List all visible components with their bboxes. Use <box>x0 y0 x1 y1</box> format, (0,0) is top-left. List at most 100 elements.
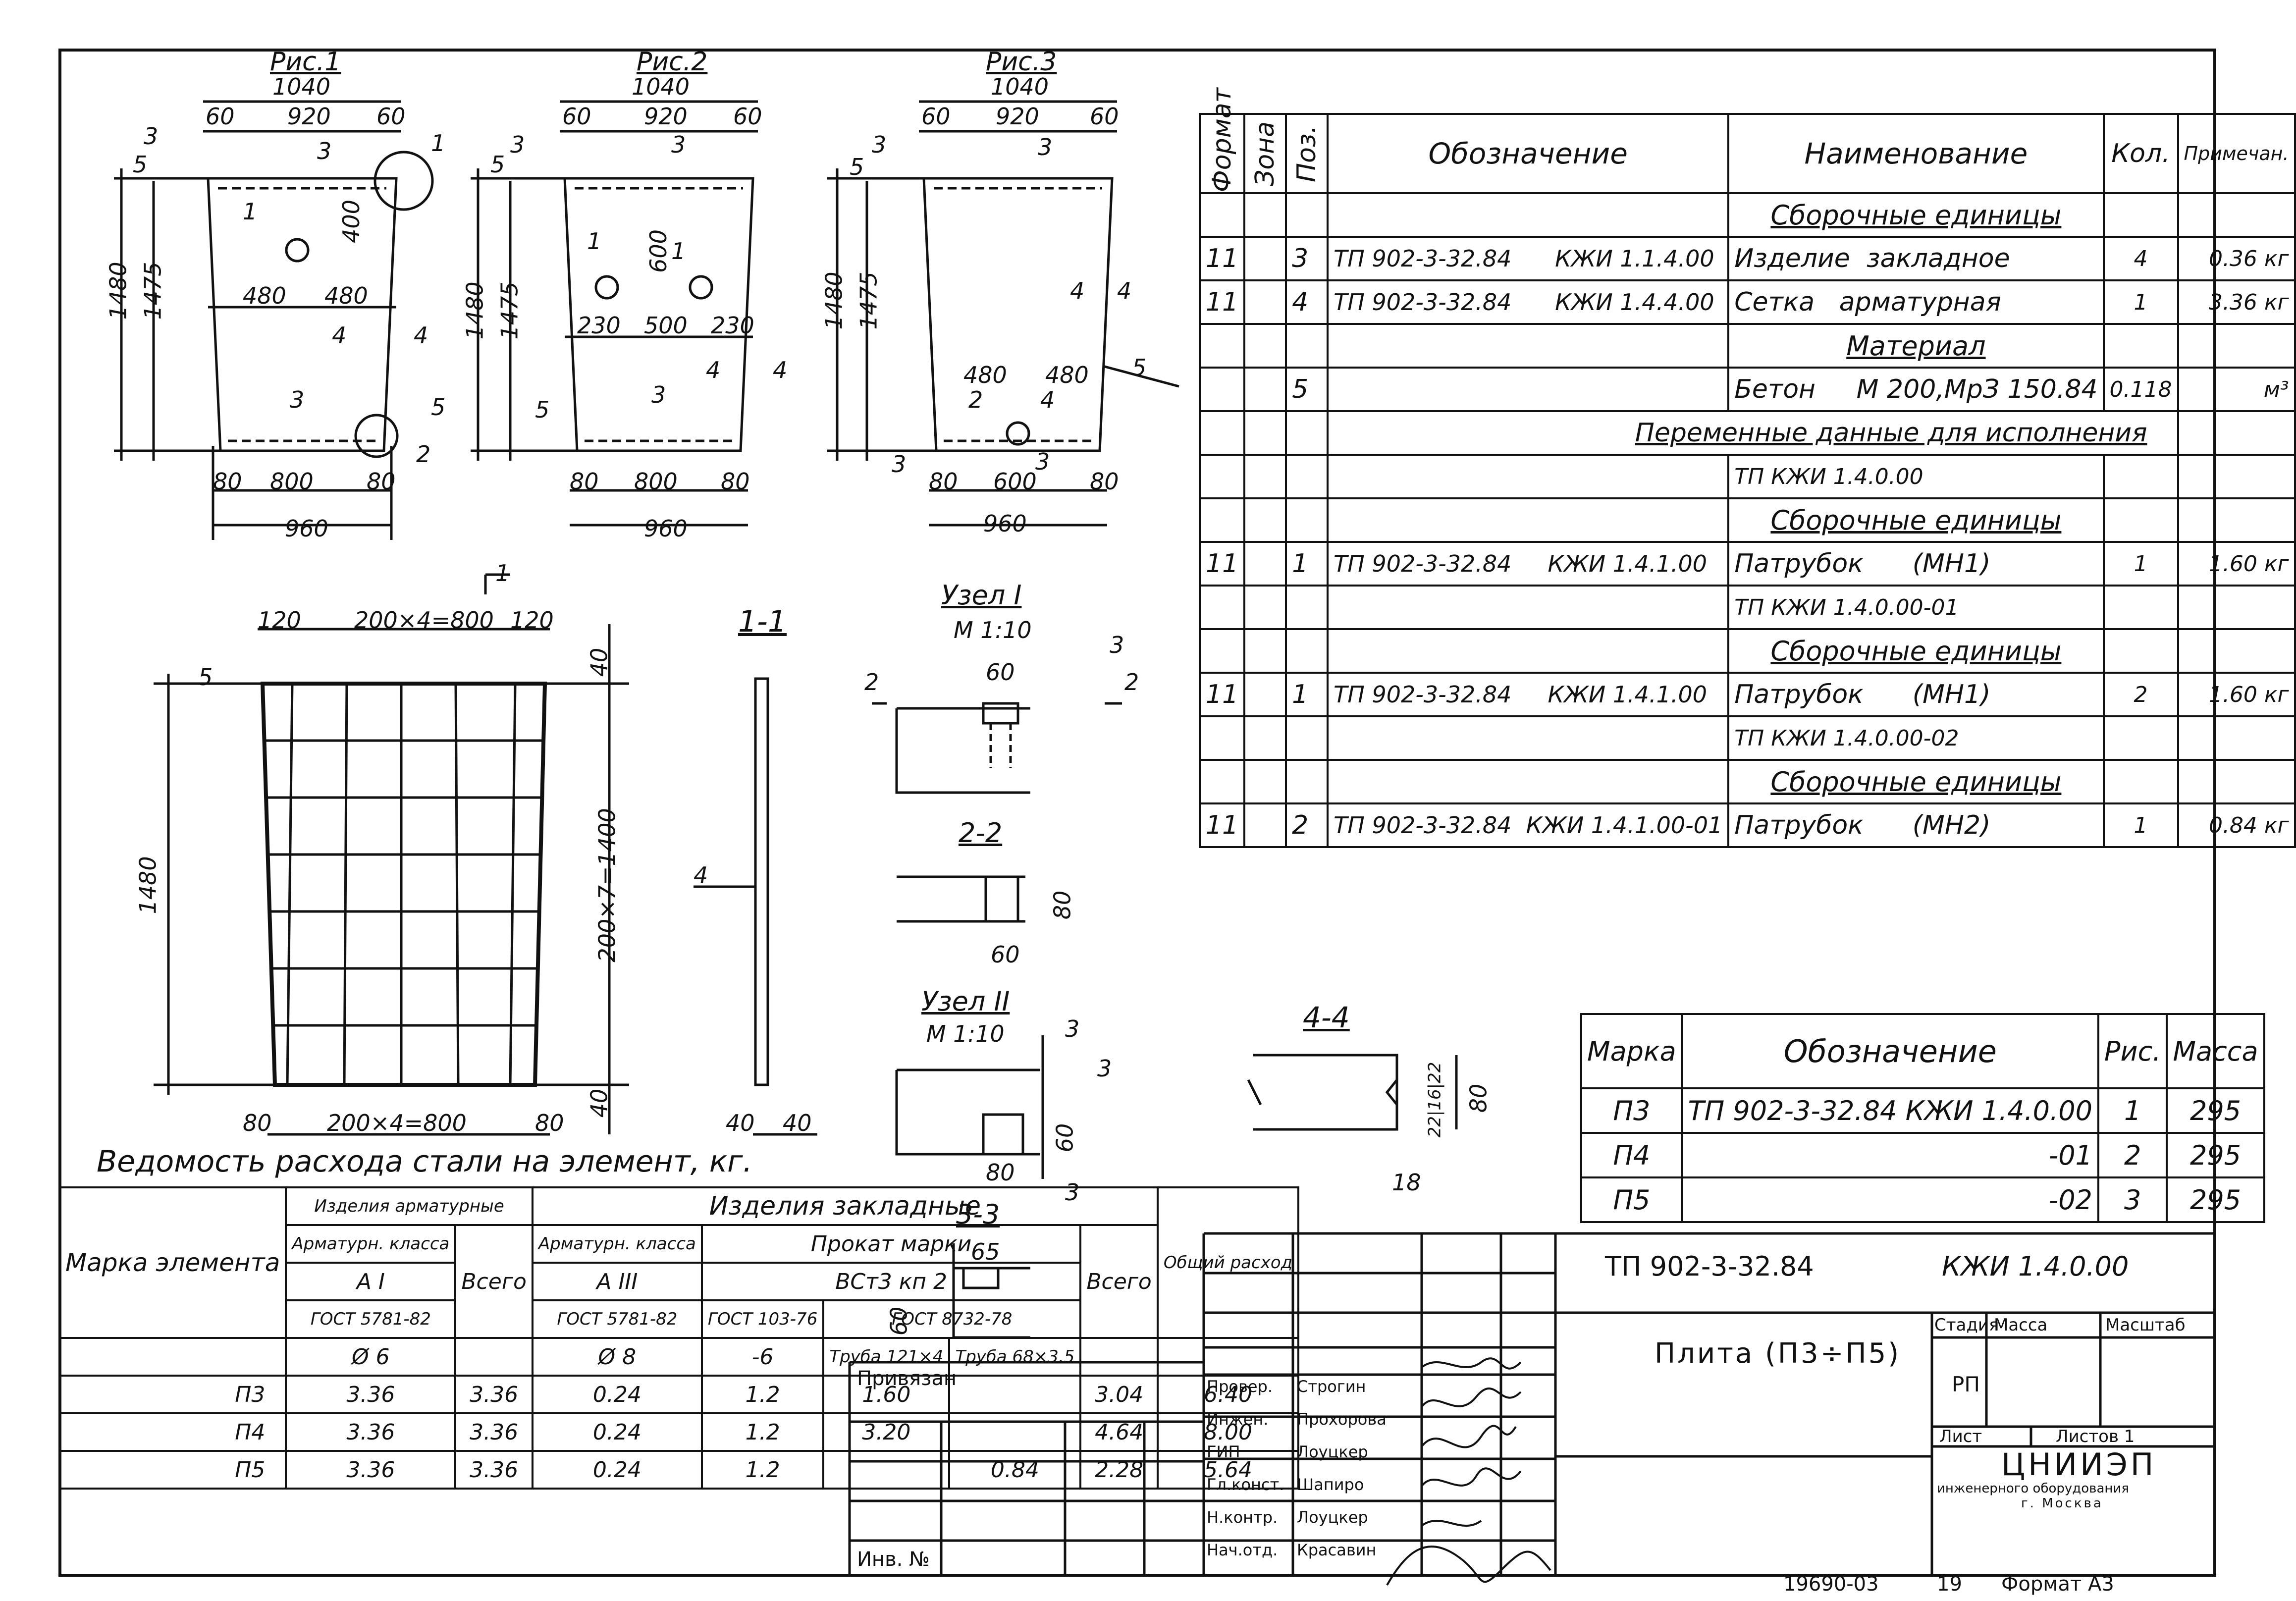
fig3-pos-4a: 4 <box>1070 277 1085 304</box>
spec-h-zone: Зона <box>1244 114 1286 193</box>
steel-a3: 0.24 <box>531 1375 703 1414</box>
var-mark: П4 <box>1580 1132 1683 1178</box>
tb-role: Инжен. <box>1207 1410 1269 1429</box>
fig3-pos-5: 5 <box>1132 354 1147 381</box>
node1-pos: 3 <box>1110 632 1124 658</box>
tb-role: Гл.конст. <box>1207 1475 1284 1494</box>
var-fig: 1 <box>2097 1087 2168 1134</box>
fig3-edge-right: 60 <box>1090 103 1119 130</box>
steel-h-total: Общий расход <box>1156 1186 1300 1339</box>
fig1-height-outer: 1480 <box>105 262 132 320</box>
tb-stage: РП <box>1952 1372 1980 1396</box>
spec-designation: ТП 902-3-32.84 КЖИ 1.4.4.00 <box>1327 279 1730 325</box>
tb-role: Нач.отд. <box>1207 1541 1278 1559</box>
steel-a1: 3.36 <box>285 1450 457 1490</box>
spec-h-pos: Поз. <box>1286 114 1328 193</box>
mesh-bottom-edge-r: 80 <box>535 1110 564 1136</box>
table-row: Сборочные единицы <box>1198 497 2296 543</box>
var-mass: 295 <box>2166 1176 2265 1223</box>
fig2-edge-left: 60 <box>562 103 591 130</box>
fig1-pos-3a: 3 <box>144 123 159 150</box>
fig1-pos-2: 2 <box>416 441 431 468</box>
node1-dim: 60 <box>986 659 1015 686</box>
fig3-width-top: 1040 <box>991 73 1049 100</box>
fig3-edge-left: 60 <box>921 103 951 130</box>
fig1-pos-5: 5 <box>431 394 446 421</box>
tb-sheets: Листов 1 <box>2056 1427 2135 1446</box>
section-1-1-edge-r: 40 <box>783 1110 812 1136</box>
tb-org2: инженерного оборудования <box>1937 1481 2129 1496</box>
spec-designation: ТП 902-3-32.84 КЖИ 1.4.1.00-01 <box>1327 802 1730 848</box>
fig1-edge-left: 60 <box>206 103 235 130</box>
tb-bound: Привязан <box>857 1367 957 1390</box>
steel-h-armclass: Арматурн. класса <box>285 1224 457 1264</box>
fig2-pos-4a: 4 <box>706 357 721 383</box>
node2-w: 80 <box>986 1159 1015 1186</box>
tb-org3: г. Москва <box>2021 1496 2103 1511</box>
section-4-4-h: 80 <box>1465 1083 1492 1113</box>
section-4-4-d: 22|16|22 <box>1425 1062 1445 1138</box>
tb-mass-h: Масса <box>1994 1315 2048 1335</box>
table-row: Сборочные единицы <box>1198 628 2296 674</box>
fig1-pos-4b: 4 <box>414 322 428 349</box>
steel-all: 3.36 <box>454 1450 534 1490</box>
steel-t2 <box>948 1412 1082 1452</box>
node2-title: Узел II <box>921 986 1010 1017</box>
steel-t2 <box>948 1375 1082 1414</box>
tb-role: ГИП <box>1207 1442 1240 1461</box>
spec-format <box>1198 367 1246 412</box>
fig3-pos-4c: 4 <box>1040 386 1055 413</box>
fig3-pos-3b: 3 <box>1038 134 1053 160</box>
section-4-4-w: 18 <box>1392 1169 1421 1196</box>
fig2-pos-5: 5 <box>535 396 550 423</box>
fig3-bottom-edge-l: 80 <box>929 468 958 495</box>
fig2-bottom-edge-r: 80 <box>721 468 750 495</box>
node2-scale: М 1:10 <box>926 1020 1005 1047</box>
steel-all: 3.36 <box>454 1375 534 1414</box>
var-designation: -01 <box>1681 1132 2099 1178</box>
tb-person: Лоуцкер <box>1297 1442 1368 1461</box>
steel-h-arm: Изделия арматурные <box>285 1186 534 1226</box>
steel-h-armclass2: Арматурн. класса <box>531 1224 703 1264</box>
fig3-dim-5: 5 <box>850 154 864 180</box>
spec-name: Патрубок (МН2) <box>1727 802 2105 848</box>
spec-h-name: Наименование <box>1727 113 2105 194</box>
table-row: ТП КЖИ 1.4.0.00-01 <box>1198 585 2296 630</box>
spec-pos: 1 <box>1285 672 1329 717</box>
mesh-right-dim: 200×7=1400 <box>593 808 621 962</box>
steel-c-d8: Ø 8 <box>531 1337 703 1377</box>
fig1-pos-4a: 4 <box>332 322 347 349</box>
var-mark: П5 <box>1580 1176 1683 1223</box>
fig2-pos-3b: 3 <box>671 131 686 158</box>
steel-a3: 0.24 <box>531 1450 703 1490</box>
fig2-pos-1a: 1 <box>587 228 602 255</box>
fig2-hole-offset: 600 <box>644 229 672 273</box>
steel-s6: 1.2 <box>700 1375 825 1414</box>
mesh-edge-top: 40 <box>586 647 613 677</box>
fig1-caption: Рис.1 <box>270 47 341 77</box>
spec-pos: 5 <box>1285 367 1329 412</box>
spec-designation: ТП 902-3-32.84 КЖИ 1.4.1.00 <box>1327 541 1730 587</box>
fig2-pos-3a: 3 <box>510 131 525 158</box>
fig2-width-top: 1040 <box>632 73 690 100</box>
fig2-pos-1b: 1 <box>671 238 686 265</box>
tb-name: Плита (П3÷П5) <box>1655 1337 1901 1370</box>
steel-h-all2: Всего <box>1079 1224 1159 1339</box>
fig3-pos-3a: 3 <box>872 131 887 158</box>
mesh-pos-4: 4 <box>694 862 708 889</box>
steel-s6: 1.2 <box>700 1412 825 1452</box>
tb-footer-num: 19690-03 <box>1783 1573 1879 1596</box>
tb-inv: Инв. № <box>857 1548 930 1571</box>
spec-pos: 1 <box>1285 541 1329 587</box>
var-mass: 295 <box>2166 1132 2265 1178</box>
table-row: П5 -02 3 295 <box>1580 1176 2265 1223</box>
mesh-top-dim: 200×4=800 <box>354 607 494 634</box>
tb-footer-fmt: Формат А3 <box>2001 1573 2114 1596</box>
var-fig: 2 <box>2097 1132 2168 1178</box>
steel-all2: 3.04 <box>1079 1375 1159 1414</box>
fig2-edge-right: 60 <box>733 103 762 130</box>
fig2-bottom-edge-l: 80 <box>570 468 599 495</box>
